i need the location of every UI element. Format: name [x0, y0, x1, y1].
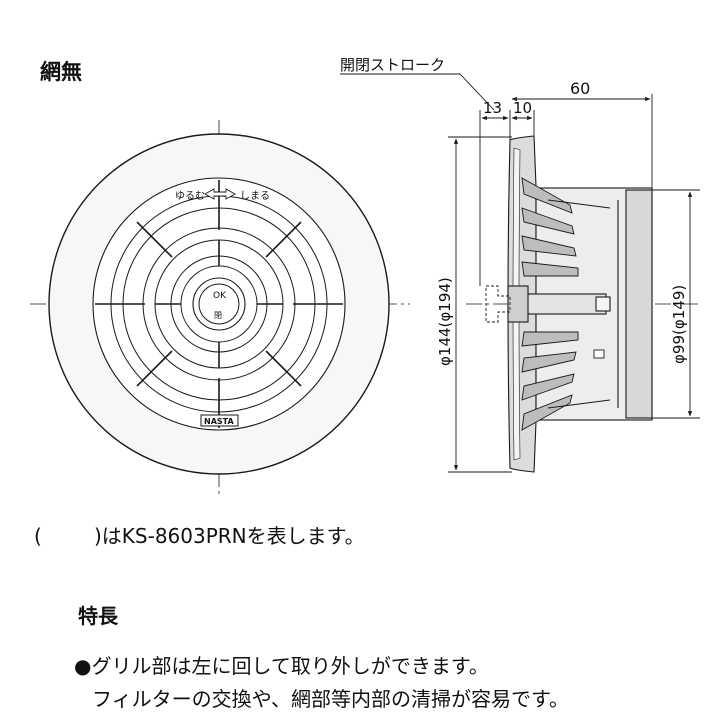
- dial-arrow: [204, 188, 236, 200]
- feature-line-2: フィルターの交換や、網部等内部の清掃が容易です。: [92, 687, 569, 711]
- duct-end-ring: [625, 189, 653, 419]
- center-shaft: [515, 293, 607, 315]
- dial-loosen-label: ゆるむ: [175, 190, 205, 202]
- center-knob-outer: [192, 277, 246, 331]
- dim-13-label: 13: [483, 99, 502, 117]
- dim-60-label: 60: [570, 79, 590, 98]
- page-title: 網無: [40, 60, 82, 84]
- center-knob-inner: [198, 283, 240, 325]
- center-mark: OK: [213, 291, 227, 301]
- stroke-leader: [340, 73, 495, 111]
- dimensions: [340, 73, 700, 473]
- side-view: [466, 135, 700, 473]
- dim-outer-label: φ144(φ194): [436, 277, 454, 366]
- dim-inner-label: φ99(φ149): [670, 285, 688, 364]
- center-mark-2: 閉: [214, 311, 222, 320]
- note-open-paren: (: [34, 524, 42, 548]
- knob-hub: [507, 285, 529, 323]
- knob-open-position: [485, 285, 511, 323]
- fins-top: [521, 177, 579, 277]
- brand-label: NASTA: [204, 417, 234, 426]
- dial-tighten-label: しまる: [240, 190, 270, 202]
- fins-bottom: [521, 331, 579, 431]
- features-heading: 特長: [78, 604, 118, 628]
- brand-plate: [200, 414, 239, 427]
- note-text: )はKS-8603PRNを表します。: [94, 524, 365, 548]
- front-view: [30, 120, 410, 498]
- dim-10-label: 10: [513, 99, 532, 117]
- side-slot: [593, 349, 605, 359]
- model-note: ( )はKS-8603PRNを表します。: [34, 520, 365, 549]
- stroke-label: 開閉ストローク: [340, 56, 445, 74]
- feature-line-1: ●グリル部は左に回して取り外しができます。: [74, 654, 489, 678]
- shaft-tip: [595, 296, 611, 312]
